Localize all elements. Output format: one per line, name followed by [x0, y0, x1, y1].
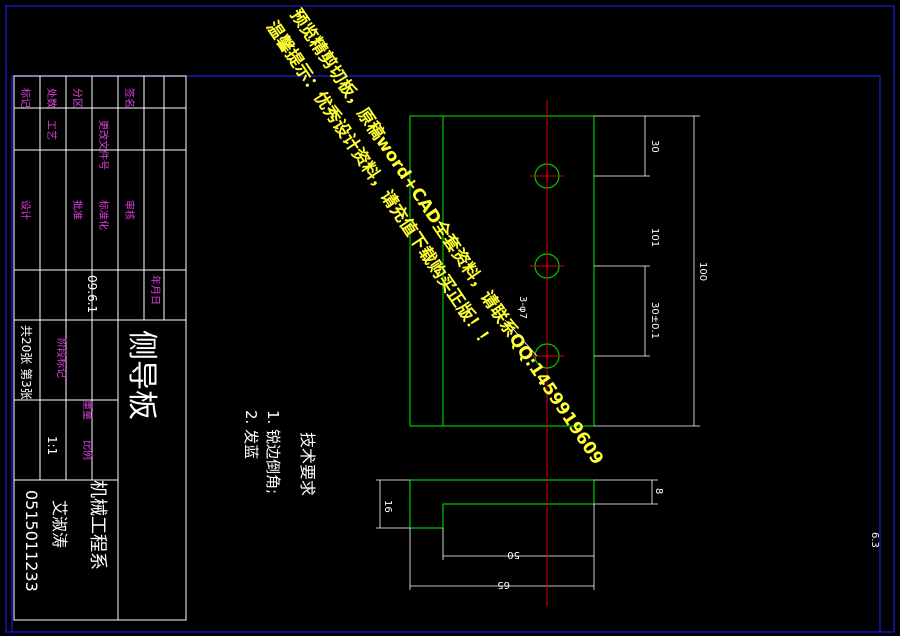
label-review: 审核 [123, 200, 136, 220]
label-scale: 比例 [81, 440, 94, 460]
tech-req-heading: 技术要求 [298, 432, 317, 496]
label-process: 工艺 [45, 120, 57, 140]
dim-mid-101: 101 [649, 228, 660, 247]
label-approve: 批准 [71, 200, 84, 220]
dim-overall-100: 100 [697, 262, 708, 281]
tech-req-item-1: 1. 锐边倒角; [264, 410, 282, 494]
main-view [409, 100, 700, 606]
dim-thickness-16: 16 [382, 500, 393, 513]
dim-top-30: 30 [649, 140, 660, 153]
dim-width-50: 50 [507, 549, 520, 560]
label-mark: 标记 [19, 88, 31, 108]
label-stage-mark: 阶段标记 [55, 338, 68, 378]
title-block [13, 75, 187, 621]
watermark-line-1: 预览精剪切板，原稿word+CAD全套资料，请联系QQ:1459919609 [286, 5, 608, 469]
drawing-frame [5, 5, 895, 633]
label-date: 年月日 [149, 275, 162, 305]
dim-step-8: 8 [653, 488, 664, 494]
roughness-value: 6.3 [869, 532, 880, 548]
label-count: 处数 [45, 88, 58, 108]
watermark-line-2: 温馨提示：优秀设计资料，请充值下载购买正版！！ [262, 17, 498, 353]
label-zone: 分区 [71, 88, 83, 108]
label-design: 设计 [19, 200, 32, 220]
designer-name: 艾淑涛 [50, 500, 69, 548]
part-title: 侧导板 [124, 330, 159, 420]
tech-req-item-2: 2. 发蓝 [242, 410, 260, 459]
school-dept: 机械工程系 [87, 480, 108, 570]
dim-width-65: 65 [497, 579, 510, 590]
label-change-doc: 更改文件号 [97, 120, 110, 170]
sheet-info: 共20张 第3张 [19, 325, 33, 400]
student-id: 0515011233 [22, 490, 41, 592]
date-value: 09.6.1 [85, 275, 99, 313]
label-standard: 标准化 [97, 200, 110, 230]
dim-hole-note: 3-φ7 [517, 296, 528, 319]
dim-bottom-30-101: 30±0.1 [649, 302, 660, 339]
section-view [376, 470, 658, 600]
scale-value: 1:1 [45, 436, 59, 455]
label-weight: 重量 [81, 400, 94, 420]
label-signature: 签名 [123, 88, 136, 108]
